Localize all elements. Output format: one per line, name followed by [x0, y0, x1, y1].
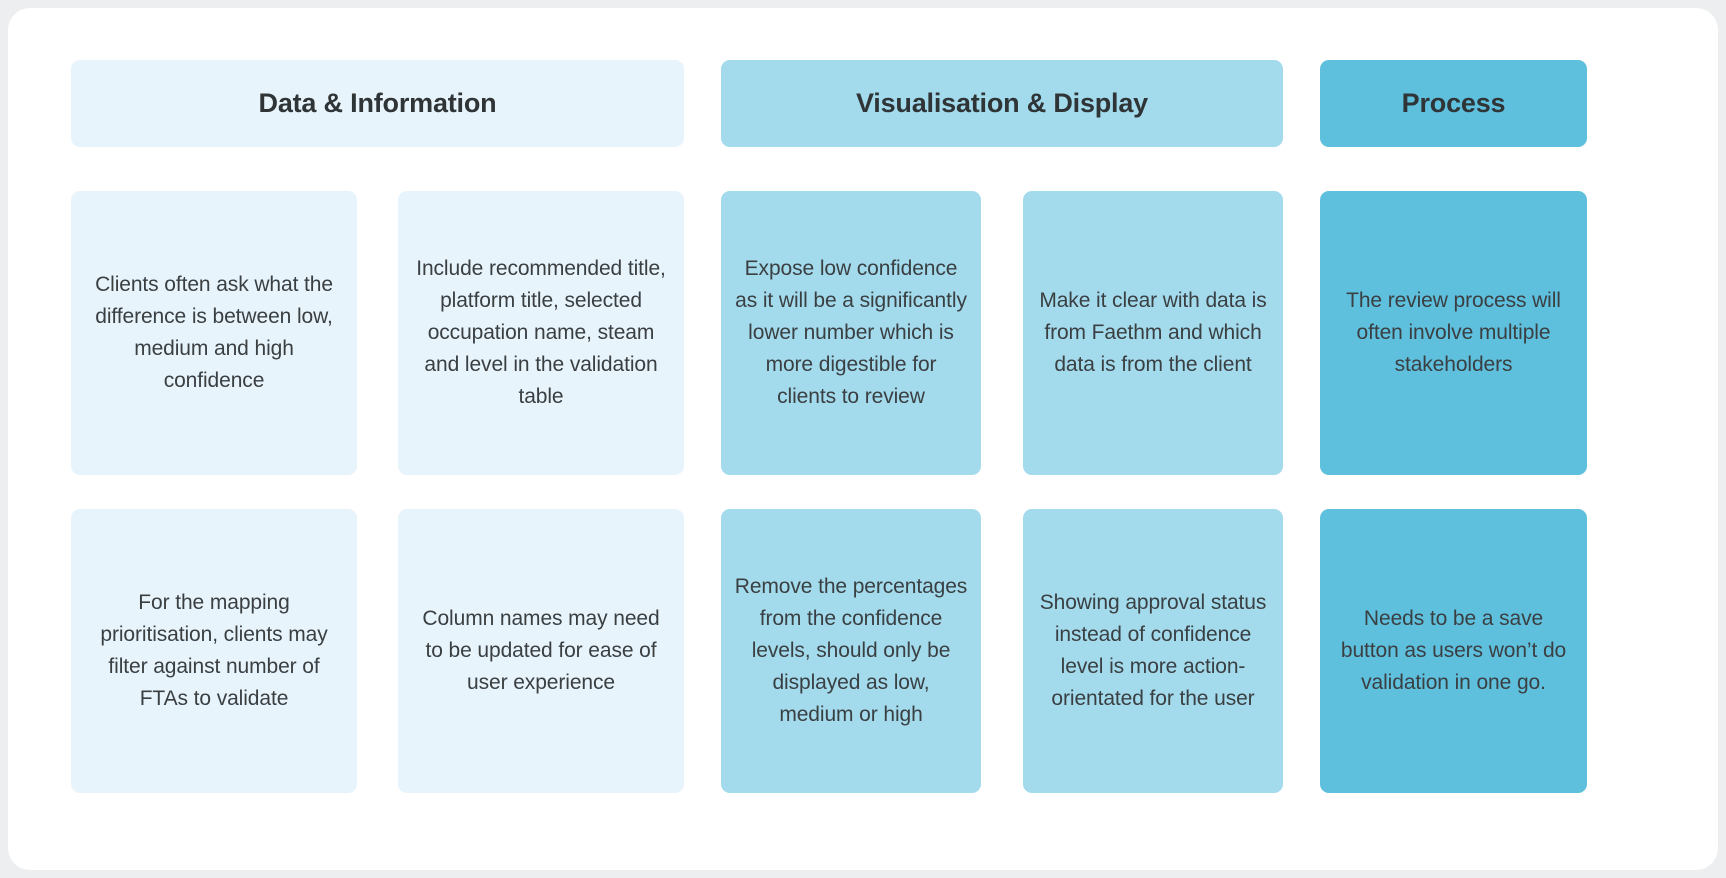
- column-group-data-information-row-1: Clients often ask what the difference is…: [71, 191, 684, 475]
- column-header-data-information[interactable]: Data & Information: [71, 60, 684, 147]
- note-card[interactable]: Showing approval status instead of confi…: [1023, 509, 1283, 793]
- column-title-process: Process: [1401, 88, 1506, 119]
- note-card-text: Make it clear with data is from Faethm a…: [1039, 289, 1267, 376]
- note-card-text: Needs to be a save button as users won’t…: [1340, 607, 1567, 694]
- column-group-process-row-2: Needs to be a save button as users won’t…: [1320, 509, 1587, 793]
- note-card-text: Clients often ask what the difference is…: [95, 273, 333, 392]
- note-card-text: Include recommended title, platform titl…: [416, 257, 666, 408]
- column-group-data-information-row-2: For the mapping prioritisation, clients …: [71, 509, 684, 793]
- note-card[interactable]: The review process will often involve mu…: [1320, 191, 1587, 475]
- note-card[interactable]: For the mapping prioritisation, clients …: [71, 509, 357, 793]
- note-card[interactable]: Make it clear with data is from Faethm a…: [1023, 191, 1283, 475]
- column-title-data-information: Data & Information: [258, 88, 497, 119]
- note-card-text: The review process will often involve mu…: [1346, 289, 1561, 376]
- column-group-process-row-1: The review process will often involve mu…: [1320, 191, 1587, 475]
- note-card[interactable]: Needs to be a save button as users won’t…: [1320, 509, 1587, 793]
- note-card[interactable]: Expose low confidence as it will be a si…: [721, 191, 981, 475]
- column-group-visualisation-display-row-2: Remove the percentages from the confiden…: [721, 509, 1283, 793]
- affinity-board: Data & Information Visualisation & Displ…: [71, 60, 1655, 820]
- column-header-visualisation-display[interactable]: Visualisation & Display: [721, 60, 1283, 147]
- note-card[interactable]: Remove the percentages from the confiden…: [721, 509, 981, 793]
- column-title-visualisation-display: Visualisation & Display: [855, 88, 1148, 119]
- note-card-text: Remove the percentages from the confiden…: [734, 575, 968, 726]
- column-header-row: Data & Information Visualisation & Displ…: [71, 60, 1655, 157]
- card-row-1: Clients often ask what the difference is…: [71, 191, 1655, 475]
- note-card-text: Expose low confidence as it will be a si…: [735, 257, 967, 408]
- note-card-text: Column names may need to be updated for …: [422, 607, 660, 694]
- note-card-text: Showing approval status instead of confi…: [1039, 591, 1267, 710]
- column-header-process[interactable]: Process: [1320, 60, 1587, 147]
- board-canvas: Data & Information Visualisation & Displ…: [8, 8, 1718, 870]
- note-card-text: For the mapping prioritisation, clients …: [100, 591, 328, 710]
- note-card[interactable]: Include recommended title, platform titl…: [398, 191, 684, 475]
- note-card[interactable]: Clients often ask what the difference is…: [71, 191, 357, 475]
- column-group-visualisation-display-row-1: Expose low confidence as it will be a si…: [721, 191, 1283, 475]
- card-row-2: For the mapping prioritisation, clients …: [71, 509, 1655, 793]
- note-card[interactable]: Column names may need to be updated for …: [398, 509, 684, 793]
